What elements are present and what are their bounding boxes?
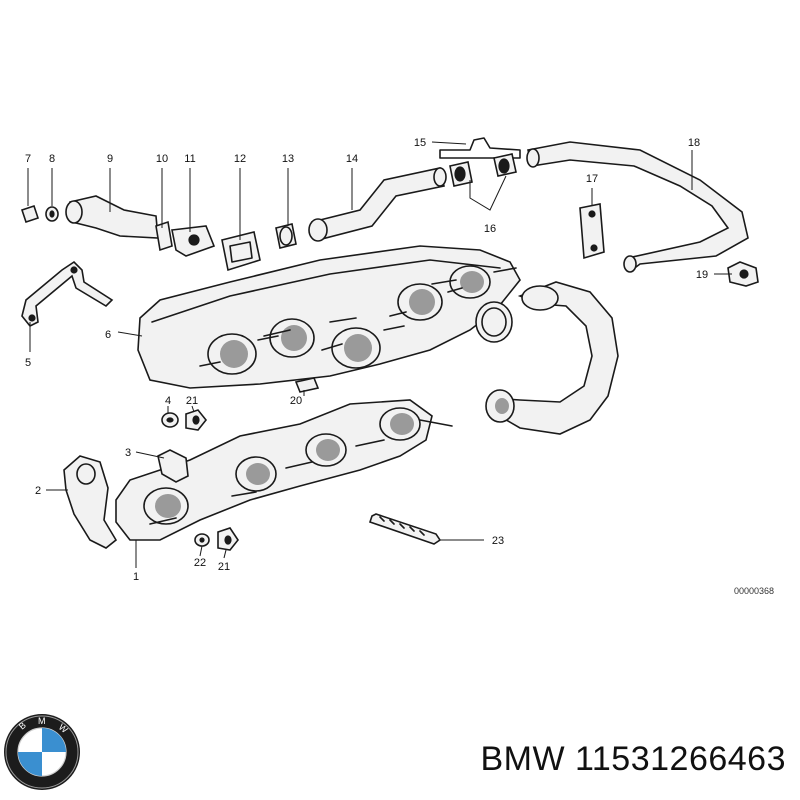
callout-14: 14 xyxy=(346,153,358,165)
clamp-15 xyxy=(439,137,521,159)
callout-11: 11 xyxy=(184,153,195,165)
washer-8 xyxy=(45,206,59,222)
valve-9 xyxy=(65,195,159,239)
callout-18: 18 xyxy=(688,137,700,149)
bmw-logo: B M W xyxy=(4,714,80,790)
callout-19: 19 xyxy=(696,269,708,281)
hose-clamps-16 xyxy=(449,153,517,187)
hose-pipe-18 xyxy=(526,141,749,273)
bolt-20 xyxy=(294,377,320,393)
callout-22: 22 xyxy=(194,557,206,569)
callout-16: 16 xyxy=(484,223,496,235)
svg-text:B: B xyxy=(17,720,28,732)
flange-11 xyxy=(171,225,216,257)
callout-8: 8 xyxy=(49,153,55,165)
callout-13: 13 xyxy=(282,153,294,165)
clip-19 xyxy=(727,261,759,287)
nut-21-upper xyxy=(185,409,208,431)
callout-21-lower: 21 xyxy=(218,561,230,573)
callout-17: 17 xyxy=(586,173,598,185)
gasket-10 xyxy=(155,220,173,252)
coolant-pipe-14 xyxy=(308,167,447,242)
washer-22 xyxy=(194,533,210,547)
washer-4 xyxy=(161,412,179,428)
callout-5: 5 xyxy=(25,357,31,369)
exhaust-manifold-1 xyxy=(115,399,453,541)
callout-20: 20 xyxy=(290,395,302,407)
callout-23: 23 xyxy=(492,535,504,547)
callout-3: 3 xyxy=(125,447,131,459)
callout-10: 10 xyxy=(156,153,168,165)
bracket-17 xyxy=(579,203,605,260)
nut-21-lower xyxy=(217,527,239,551)
cable-tie-23 xyxy=(368,513,442,545)
exhaust-downpipe xyxy=(475,281,619,435)
callout-2: 2 xyxy=(35,485,41,497)
nut-7 xyxy=(20,204,40,224)
gasket-3 xyxy=(157,449,189,483)
callout-1: 1 xyxy=(133,571,139,583)
bracket-5 xyxy=(21,260,114,328)
callout-9: 9 xyxy=(107,153,113,165)
svg-text:M: M xyxy=(38,716,46,726)
exhaust-manifold-6 xyxy=(137,245,521,389)
sleeve-13 xyxy=(275,223,297,249)
brand-name: BMW xyxy=(480,740,566,778)
gasket-2 xyxy=(63,455,118,549)
drawing-reference-code: 00000368 xyxy=(734,586,774,596)
part-number-caption: BMW 11531266463 xyxy=(480,740,786,779)
part-number: 11531266463 xyxy=(575,740,786,778)
callout-4: 4 xyxy=(165,395,171,407)
callout-21-upper: 21 xyxy=(186,395,198,407)
connector-12 xyxy=(221,231,261,272)
callout-7: 7 xyxy=(25,153,31,165)
callout-labels: 7 8 9 10 11 12 13 14 15 16 17 18 19 5 6 … xyxy=(25,137,774,596)
leader-lines xyxy=(27,141,732,568)
callout-6: 6 xyxy=(105,329,111,341)
callout-15: 15 xyxy=(414,137,426,149)
callout-12: 12 xyxy=(234,153,246,165)
